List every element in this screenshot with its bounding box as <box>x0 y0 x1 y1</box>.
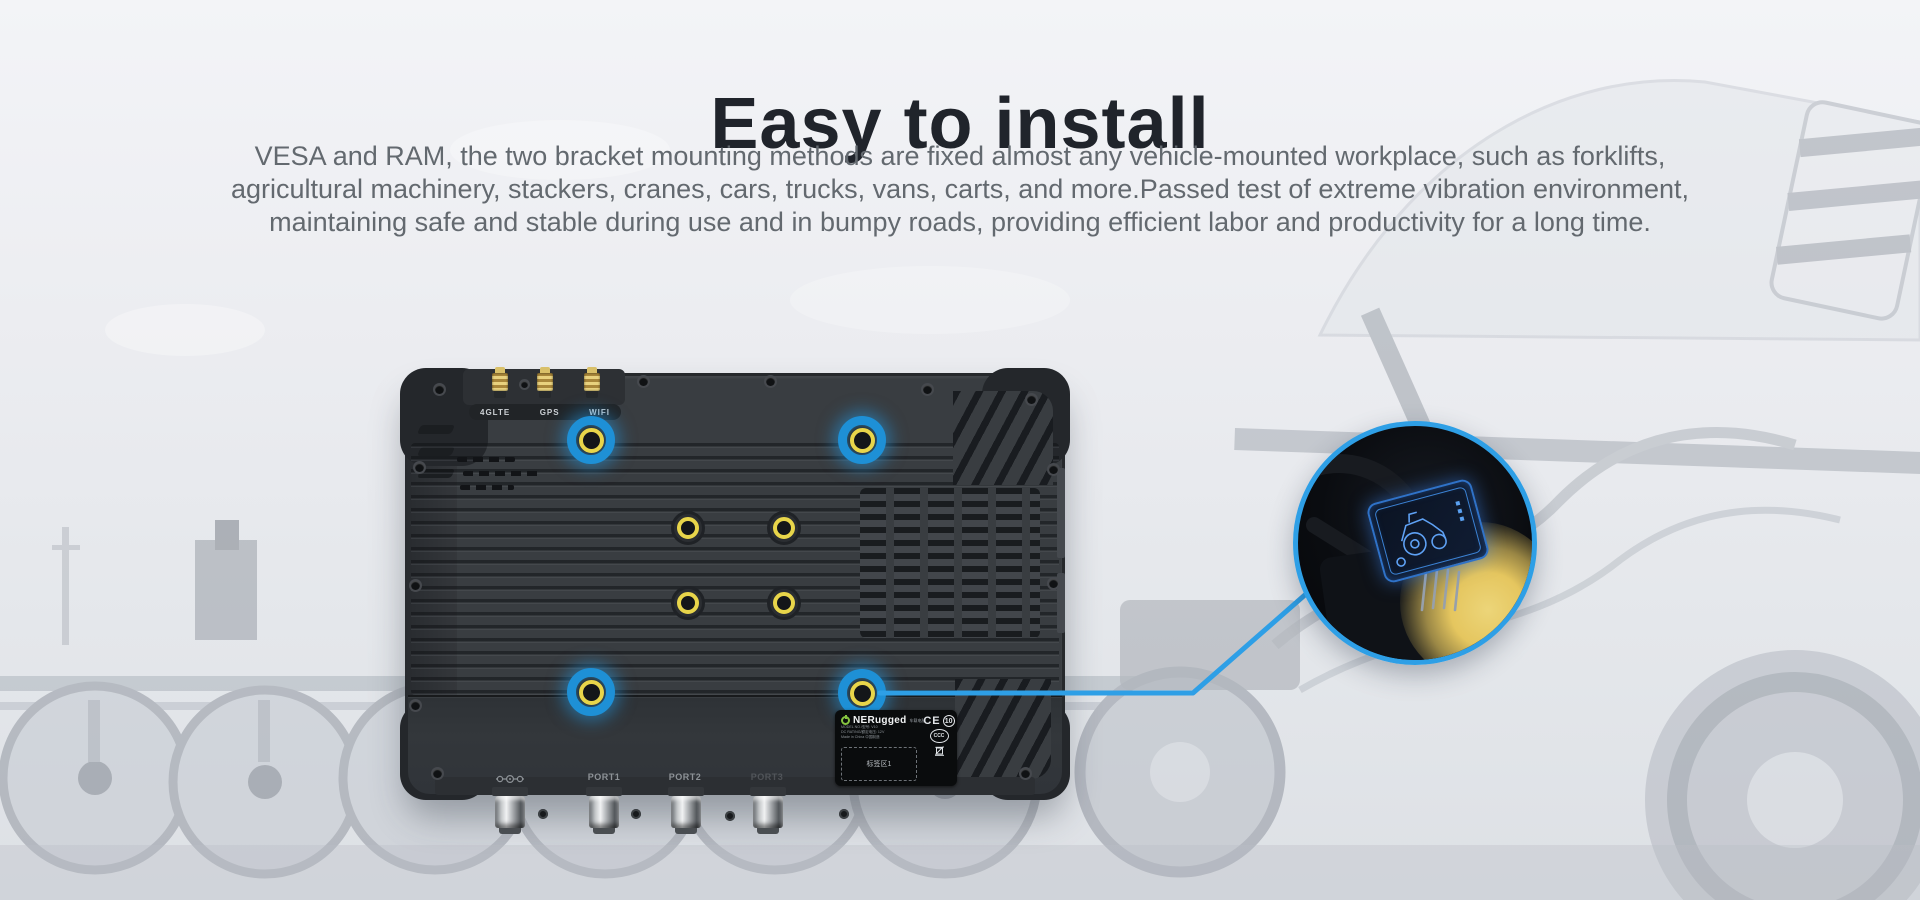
spec-line: Made in China 中国制造 <box>841 735 880 740</box>
ccc-mark-icon: CCC <box>929 729 949 743</box>
spec-line: DC RATING/额定电压: 12V <box>841 730 885 735</box>
diagonal-vent-bottom <box>955 679 1051 779</box>
vesa-mount-hole <box>671 511 705 545</box>
brand-name: NERugged <box>853 715 907 726</box>
antenna-connector-wifi <box>584 367 600 399</box>
screw <box>639 377 648 386</box>
screw <box>1049 465 1058 474</box>
bg-pole <box>52 527 80 645</box>
screw <box>433 769 442 778</box>
cable-pins <box>1420 568 1461 612</box>
ram-mount-hole-top-right <box>838 416 886 464</box>
side-hinge-tab <box>1057 468 1065 558</box>
waste-bin-icon <box>934 746 944 756</box>
port1-connector <box>586 787 622 834</box>
dc-power-icon <box>496 774 524 784</box>
bumper-groove <box>416 425 456 434</box>
screw <box>766 377 775 386</box>
screw <box>538 809 548 819</box>
ce-mark-icon: CE <box>923 715 941 727</box>
power-icon <box>841 715 850 725</box>
page-title: Easy to install <box>710 84 1210 165</box>
diagonal-vent-top <box>953 391 1053 485</box>
vesa-mount-hole <box>767 586 801 620</box>
brand-logo: NERugged 车载电脑 <box>841 715 951 726</box>
certification-marks: CE 10 CCC <box>923 715 955 756</box>
epup-10-icon: 10 <box>942 715 955 727</box>
ram-mount-hole-bottom-left <box>567 668 615 716</box>
antenna-label: GPS <box>539 407 560 417</box>
screw <box>415 463 424 472</box>
port-label-3: PORT3 <box>750 772 784 782</box>
antenna-label-strip: 4GLTE GPS WIFI <box>469 404 621 420</box>
side-hinge-tab <box>1057 573 1065 633</box>
sticker-area: 标签区1 <box>841 747 917 781</box>
screw <box>521 381 528 388</box>
screw <box>725 811 735 821</box>
intro-line: maintaining safe and stable during use a… <box>269 207 1651 237</box>
screw <box>1049 579 1058 588</box>
vent-dashes <box>457 457 539 499</box>
antenna-label: WIFI <box>589 407 610 417</box>
antenna-connector-gps <box>537 367 553 399</box>
screw <box>923 385 932 394</box>
device-info-label: NERugged 车载电脑 MODEL NO./型号: V10 DC RATIN… <box>835 710 957 786</box>
ram-mount-hole-top-left <box>567 416 615 464</box>
vesa-mount-hole <box>671 586 705 620</box>
device-back-panel: 4GLTE GPS WIFI <box>400 367 1070 834</box>
tablet-screen-graphic <box>1396 500 1465 567</box>
screw <box>411 701 420 710</box>
screw <box>411 581 420 590</box>
port-label-1: PORT1 <box>587 772 621 782</box>
screw <box>1021 769 1030 778</box>
screw <box>631 809 641 819</box>
vesa-mount-hole <box>767 511 801 545</box>
mounted-tablet <box>1365 477 1491 585</box>
intro-line: VESA and RAM, the two bracket mounting m… <box>254 141 1666 171</box>
port3-connector <box>750 787 786 834</box>
intro-line: agricultural machinery, stackers, cranes… <box>230 174 1690 204</box>
antenna-connector-4glte <box>492 367 508 399</box>
screw <box>1027 395 1036 404</box>
port-label-2: PORT2 <box>668 772 702 782</box>
bg-machine-hood <box>1317 79 1920 342</box>
bg-warning-panel <box>1769 100 1920 321</box>
intro-paragraph: VESA and RAM, the two bracket mounting m… <box>0 140 1920 239</box>
spec-line: MODEL NO./型号: V10 <box>841 725 878 730</box>
speaker-vent-grille <box>860 488 1040 638</box>
antenna-label: 4GLTE <box>480 407 511 417</box>
brand-subtitle: 车载电脑 <box>909 717 926 723</box>
inset-zoom-circle <box>1293 421 1537 665</box>
screw <box>435 385 444 394</box>
port2-connector <box>668 787 704 834</box>
dc-power-connector <box>492 787 528 834</box>
screw <box>839 809 849 819</box>
